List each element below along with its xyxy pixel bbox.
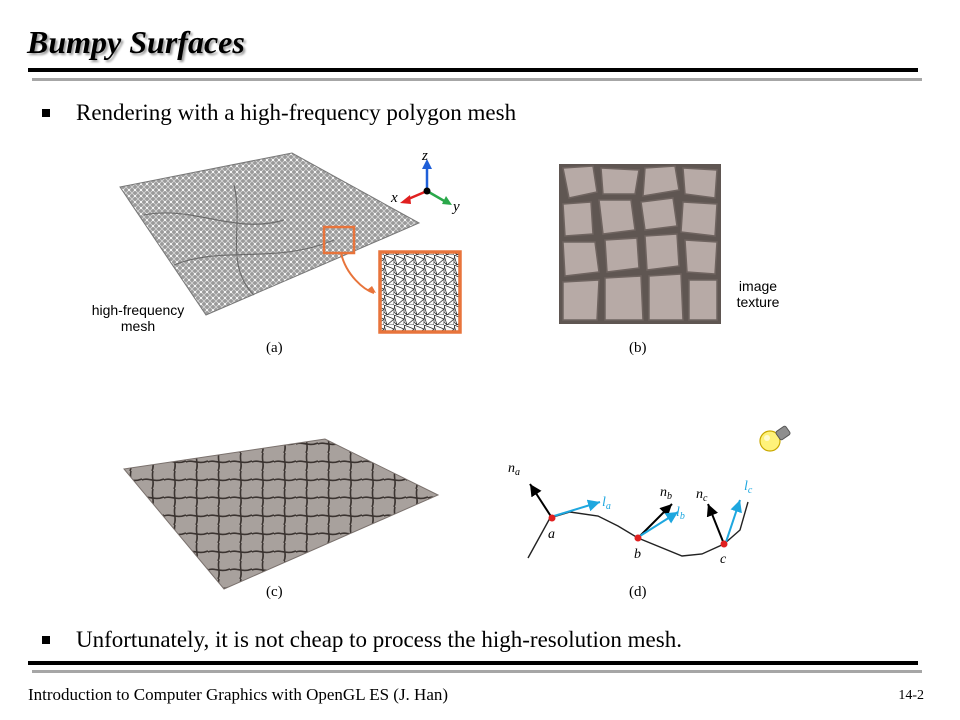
point-b — [634, 534, 642, 542]
lightbulb-icon — [759, 425, 791, 452]
zoom-arrow — [340, 252, 375, 294]
texture-label: image texture — [736, 278, 780, 310]
bullet-marker — [42, 109, 50, 117]
light-c — [725, 499, 742, 543]
axis-y-label: y — [453, 199, 460, 215]
mesh-label: high-frequency mesh — [91, 302, 185, 334]
figure-d-normals: a b c na nb nc la lb lc — [508, 461, 753, 567]
title-rule — [28, 68, 918, 72]
figure-a-caption: (a) — [266, 340, 283, 356]
point-a-label: a — [548, 527, 555, 542]
normal-c — [706, 503, 725, 545]
bullet-2: Unfortunately, it is not cheap to proces… — [42, 627, 682, 653]
light-b-label: lb — [676, 505, 685, 522]
bullet-marker — [42, 636, 50, 644]
light-c-label: lc — [744, 479, 753, 496]
page-number: 14-2 — [898, 688, 924, 703]
figure-b-texture — [559, 164, 721, 324]
normal-a — [529, 483, 553, 519]
footer-rule — [28, 661, 918, 665]
normal-c-label: nc — [696, 487, 708, 504]
axis-z-label: z — [422, 148, 428, 164]
light-a — [553, 499, 601, 517]
mesh-surface — [119, 152, 421, 316]
textured-surface — [123, 438, 440, 590]
bullet-1-text: Rendering with a high-frequency polygon … — [76, 100, 517, 125]
footer-rule-shadow — [32, 670, 922, 673]
light-b — [639, 511, 679, 537]
normal-b — [637, 503, 673, 539]
bullet-2-text: Unfortunately, it is not cheap to proces… — [76, 627, 682, 652]
normal-a-label: na — [508, 461, 520, 478]
slide-title: Bumpy Surfaces — [27, 24, 245, 60]
figure-d-caption: (d) — [629, 584, 647, 600]
point-c — [720, 540, 728, 548]
light-a-label: la — [602, 495, 611, 512]
zoom-box — [322, 225, 356, 255]
footer-course: Introduction to Computer Graphics with O… — [28, 685, 449, 704]
zoom-detail — [378, 250, 462, 334]
axes-icon — [400, 159, 452, 205]
axis-x-label: x — [391, 190, 398, 206]
figure-c-caption: (c) — [266, 584, 283, 600]
point-b-label: b — [634, 547, 641, 562]
point-c-label: c — [720, 552, 727, 567]
bullet-1: Rendering with a high-frequency polygon … — [42, 100, 516, 126]
figure-c-textured-mesh — [123, 438, 440, 590]
figure-a-mesh — [119, 152, 462, 334]
figure-b-caption: (b) — [629, 340, 647, 356]
normal-b-label: nb — [660, 485, 672, 502]
point-a — [548, 514, 556, 522]
title-rule-shadow — [32, 78, 922, 81]
